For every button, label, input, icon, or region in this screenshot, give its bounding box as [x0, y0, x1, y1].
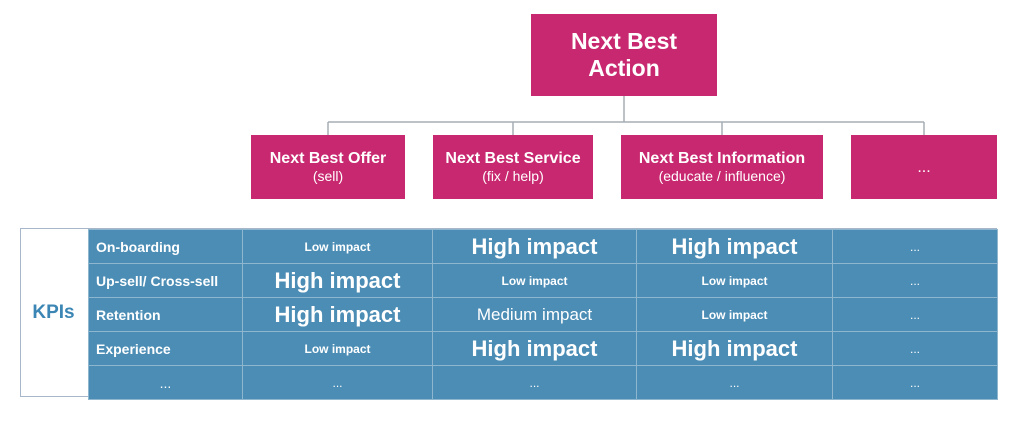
- child-node-more: ...: [851, 135, 997, 199]
- impact-cell: Low impact: [242, 331, 433, 366]
- child-node-title: ...: [917, 158, 931, 176]
- child-node-subtitle: (sell): [312, 168, 344, 184]
- impact-cell: Low impact: [636, 263, 833, 298]
- kpi-row-label: Up-sell/ Cross-sell: [88, 263, 243, 298]
- impact-cell: High impact: [242, 263, 433, 298]
- impact-cell: Low impact: [432, 263, 637, 298]
- kpi-row-label: ...: [88, 365, 243, 400]
- impact-cell: ...: [242, 365, 433, 400]
- child-node-title: Next Best Offer: [269, 150, 387, 167]
- kpi-row-label: Experience: [88, 331, 243, 366]
- child-node-title: Next Best Service: [445, 150, 581, 167]
- impact-cell: High impact: [432, 229, 637, 264]
- impact-cell: ...: [432, 365, 637, 400]
- root-node-next-best-action: Next Best Action: [531, 14, 717, 96]
- impact-cell: ...: [832, 229, 998, 264]
- impact-cell: High impact: [636, 331, 833, 366]
- root-node-line2: Action: [588, 55, 660, 81]
- impact-cell: ...: [832, 297, 998, 332]
- child-node-title: Next Best Information: [638, 150, 806, 167]
- kpi-row: ...............: [88, 365, 998, 400]
- impact-cell: ...: [636, 365, 833, 400]
- kpi-row-label: On-boarding: [88, 229, 243, 264]
- impact-cell: High impact: [242, 297, 433, 332]
- kpi-label: KPIs: [32, 301, 75, 323]
- impact-cell: Low impact: [242, 229, 433, 264]
- impact-cell: Medium impact: [432, 297, 637, 332]
- impact-cell: ...: [832, 331, 998, 366]
- child-node-offer: Next Best Offer (sell): [251, 135, 405, 199]
- root-node-line1: Next Best: [570, 28, 678, 54]
- impact-cell: Low impact: [636, 297, 833, 332]
- child-node-subtitle: (educate / influence): [658, 168, 786, 184]
- impact-cell: ...: [832, 263, 998, 298]
- kpi-row-label: Retention: [88, 297, 243, 332]
- impact-cell: High impact: [636, 229, 833, 264]
- child-node-subtitle: (fix / help): [482, 168, 544, 184]
- impact-cell: ...: [832, 365, 998, 400]
- impact-cell: High impact: [432, 331, 637, 366]
- child-node-information: Next Best Information (educate / influen…: [621, 135, 823, 199]
- child-node-service: Next Best Service (fix / help): [433, 135, 593, 199]
